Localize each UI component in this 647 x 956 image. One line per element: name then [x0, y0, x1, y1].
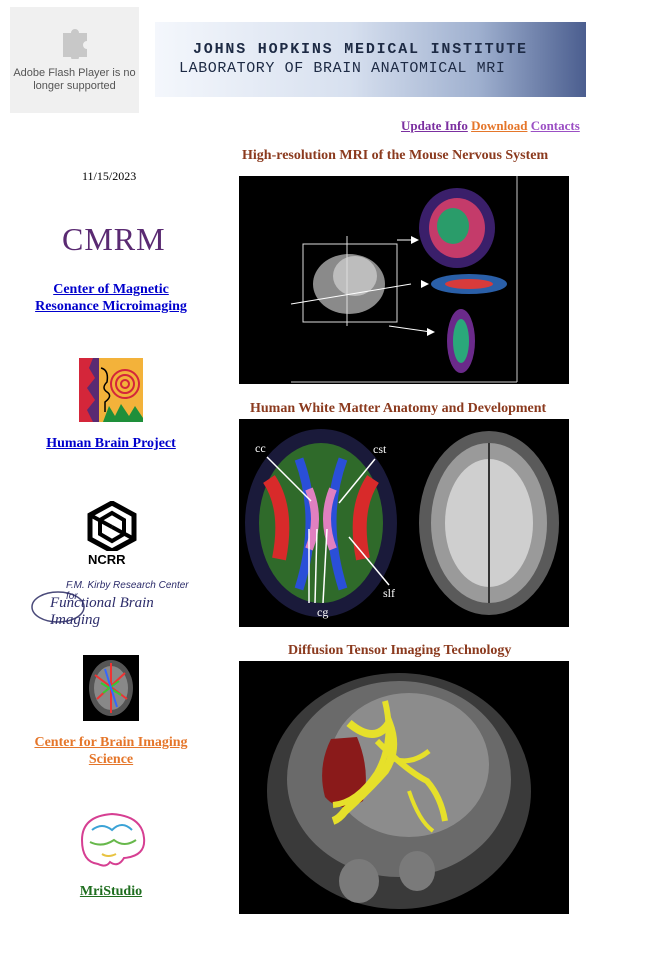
plugin-puzzle-icon	[63, 29, 87, 59]
kirby-line2: Functional Brain Imaging	[50, 595, 154, 628]
cmrm-logo[interactable]: CMRM	[62, 221, 166, 257]
dti-technology-image[interactable]	[239, 661, 569, 914]
section-title-dti: Diffusion Tensor Imaging Technology	[288, 643, 512, 658]
label-cst: cst	[373, 442, 387, 456]
banner-subtitle: LABORATORY OF BRAIN ANATOMICAL MRI	[179, 60, 506, 77]
header-banner: JOHNS HOPKINS MEDICAL INSTITUTE LABORATO…	[155, 22, 586, 97]
nav-download[interactable]: Download	[471, 118, 528, 133]
kirby-swoosh-icon	[31, 591, 85, 623]
human-white-matter-image[interactable]: cc cst slf cg	[239, 419, 569, 627]
nav-contacts[interactable]: Contacts	[530, 118, 580, 133]
dti-tractography-render	[267, 673, 531, 909]
human-brain-project-link[interactable]: Human Brain Project	[46, 436, 176, 451]
ncrr-label: NCRR	[88, 552, 126, 567]
flash-message: Adobe Flash Player is no longer supporte…	[13, 67, 136, 92]
dti-axial-map	[245, 429, 559, 617]
kirby-center-logo[interactable]: F.M. Kirby Research Center for Functiona…	[30, 579, 200, 629]
mouse-mri-illustration	[290, 176, 518, 383]
top-nav: Update Info Download Contacts	[401, 118, 580, 134]
section-title-human: Human White Matter Anatomy and Developme…	[250, 401, 547, 416]
human-brain-project-logo[interactable]	[79, 358, 143, 422]
current-date: 11/15/2023	[82, 169, 137, 183]
label-cc: cc	[255, 441, 266, 455]
flash-placeholder: Adobe Flash Player is no longer supporte…	[10, 7, 139, 113]
nav-update-info[interactable]: Update Info	[401, 118, 468, 133]
label-cg: cg	[317, 605, 329, 619]
label-slf: slf	[383, 586, 395, 600]
kirby-line1: F.M. Kirby Research Center for	[66, 580, 189, 602]
mristudio-brain-icon[interactable]	[72, 810, 152, 872]
mouse-mri-image[interactable]	[239, 176, 569, 384]
mristudio-link[interactable]: MriStudio	[79, 884, 143, 899]
cbis-link[interactable]: Center for Brain Imaging Science	[34, 735, 188, 767]
banner-title: JOHNS HOPKINS MEDICAL INSTITUTE	[193, 41, 528, 58]
ncrr-logo-icon[interactable]	[84, 501, 140, 551]
section-title-mouse: High-resolution MRI of the Mouse Nervous…	[242, 148, 549, 163]
cbis-brain-thumbnail[interactable]	[83, 655, 139, 721]
cmrm-link[interactable]: Center of Magnetic Resonance Microimagin…	[35, 282, 187, 314]
